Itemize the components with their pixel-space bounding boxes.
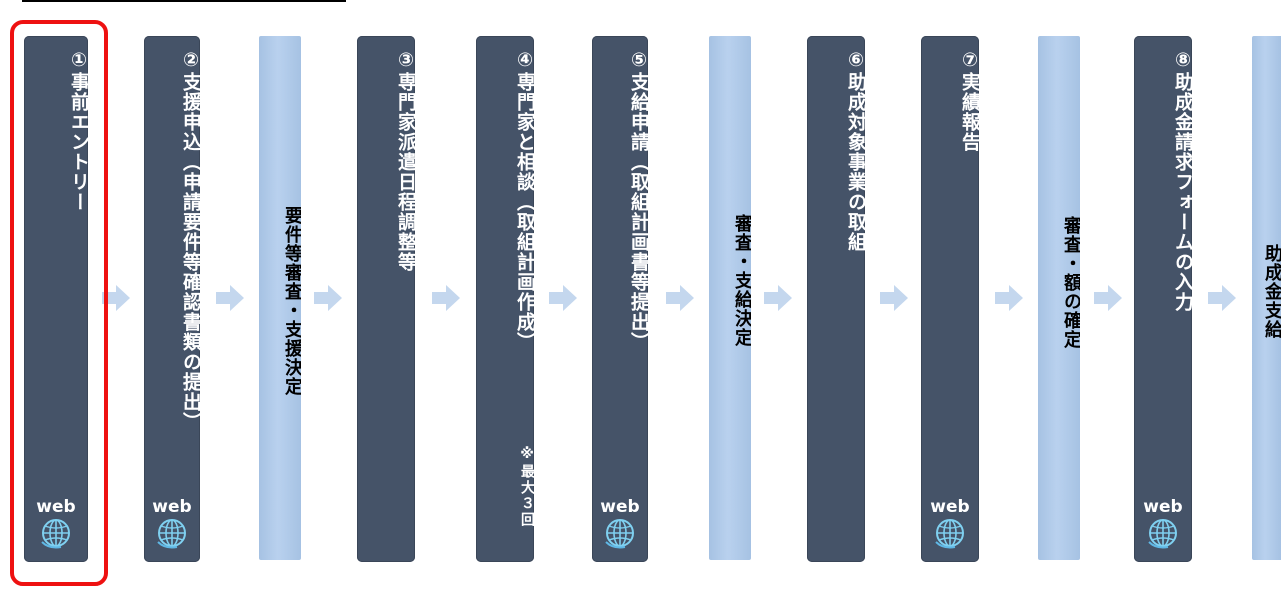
review-1-label: 要件等審査・支援決定 xyxy=(282,206,301,396)
review-amount-determination: 審査・額の確定 xyxy=(1038,36,1080,560)
arrow-right-icon xyxy=(764,285,792,311)
web-badge[interactable]: web xyxy=(150,498,194,550)
globe-icon xyxy=(157,519,186,549)
review-3-label: 審査・額の確定 xyxy=(1061,216,1080,349)
review-2-label: 審査・支給決定 xyxy=(732,214,751,347)
arrow-right-icon xyxy=(995,285,1023,311)
step-1-pre-entry[interactable]: ①事前エントリー web xyxy=(24,36,88,562)
arrow-right-icon xyxy=(880,285,908,311)
step-4-note: ※最大３回 xyxy=(519,446,534,528)
step-5-label: ⑤支給申請（取組計画書等提出） xyxy=(628,49,648,352)
globe-icon xyxy=(41,519,70,549)
arrow-right-icon xyxy=(314,285,342,311)
step-2-label: ②支援申込（申請要件等確認書類の提出） xyxy=(180,49,200,432)
arrow-right-icon xyxy=(666,285,694,311)
step-3-expert-scheduling[interactable]: ③専門家派遣日程調整等 xyxy=(357,36,415,562)
step-6-label: ⑥助成対象事業の取組 xyxy=(845,49,865,252)
web-badge[interactable]: web xyxy=(598,498,642,550)
arrow-right-icon xyxy=(216,285,244,311)
web-label: web xyxy=(930,497,970,517)
web-label: web xyxy=(600,497,640,517)
web-badge[interactable]: web xyxy=(34,498,78,550)
review-eligibility-decision: 要件等審査・支援決定 xyxy=(259,36,301,560)
step-8-label: ⑧助成金請求フォームの入力 xyxy=(1172,49,1192,312)
web-badge[interactable]: web xyxy=(1141,498,1185,550)
web-label: web xyxy=(36,497,76,517)
web-label: web xyxy=(152,497,192,517)
web-badge[interactable]: web xyxy=(928,498,972,550)
globe-icon xyxy=(935,519,964,549)
top-rule xyxy=(22,0,346,2)
review-payment-decision: 審査・支給決定 xyxy=(709,36,751,560)
step-7-results-report[interactable]: ⑦実績報告 web xyxy=(921,36,979,562)
step-3-label: ③専門家派遣日程調整等 xyxy=(395,49,415,272)
step-5-payment-application[interactable]: ⑤支給申請（取組計画書等提出） web xyxy=(592,36,648,562)
arrow-right-icon xyxy=(1094,285,1122,311)
payment-label: 助成金支給 xyxy=(1262,244,1281,339)
arrow-right-icon xyxy=(1208,285,1236,311)
step-4-expert-consultation[interactable]: ④専門家と相談（取組計画作成） ※最大３回 xyxy=(476,36,534,562)
step-7-label: ⑦実績報告 xyxy=(959,49,979,152)
arrow-right-icon xyxy=(432,285,460,311)
step-1-highlight xyxy=(10,20,108,586)
subsidy-payment: 助成金支給 xyxy=(1252,36,1281,560)
step-8-claim-form[interactable]: ⑧助成金請求フォームの入力 web xyxy=(1134,36,1192,562)
step-4-label: ④専門家と相談（取組計画作成） xyxy=(514,49,534,352)
globe-icon xyxy=(1148,519,1177,549)
step-1-label: ①事前エントリー xyxy=(68,49,88,212)
step-2-support-application[interactable]: ②支援申込（申請要件等確認書類の提出） web xyxy=(144,36,200,562)
arrow-right-icon xyxy=(549,285,577,311)
step-6-subsidized-project[interactable]: ⑥助成対象事業の取組 xyxy=(807,36,865,562)
globe-icon xyxy=(605,519,634,549)
web-label: web xyxy=(1143,497,1183,517)
arrow-right-icon xyxy=(102,285,130,311)
